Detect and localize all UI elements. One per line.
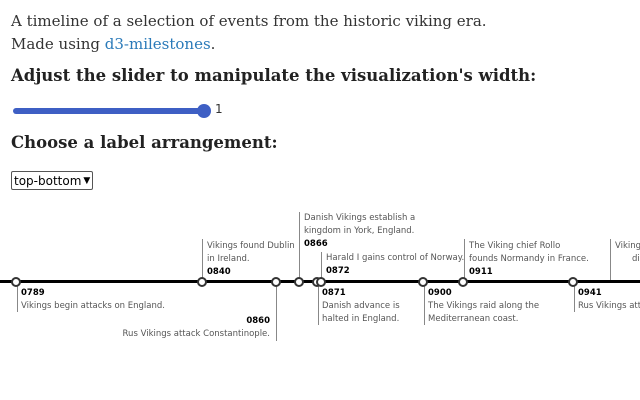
stem <box>574 285 575 312</box>
event-text: Danish Vikings establish a kingdom in Yo… <box>304 213 416 236</box>
event-text: Rus Vikings atta <box>578 301 640 311</box>
event-year: 0911 <box>469 267 493 277</box>
event-0789: 0789 Vikings begin attacks on England. <box>21 287 165 313</box>
stem <box>276 285 277 341</box>
event-marker-0866[interactable] <box>294 277 304 287</box>
stem <box>202 239 203 280</box>
label-arrangement-select[interactable]: top-bottom ▼ <box>11 171 94 190</box>
intro-text: A timeline of a selection of events from… <box>11 12 487 53</box>
intro-paragraph: A timeline of a selection of events from… <box>11 10 501 56</box>
select-value: top-bottom <box>14 173 82 188</box>
d3-milestones-link[interactable]: d3-milestones <box>104 35 211 53</box>
event-text: Danish advance is halted in England. <box>322 301 400 324</box>
slider-heading: Adjust the slider to manipulate the visu… <box>11 66 537 85</box>
event-0941: 0941 Rus Vikings atta <box>578 287 640 313</box>
event-year: 0840 <box>207 267 231 277</box>
chevron-down-icon: ▼ <box>83 175 91 186</box>
stem <box>321 252 322 280</box>
arrangement-heading: Choose a label arrangement: <box>11 133 278 152</box>
event-marker-0911[interactable] <box>458 277 468 287</box>
event-0860: 0860 Rus Vikings attack Constantinople. <box>120 315 270 341</box>
event-marker-0872[interactable] <box>316 277 326 287</box>
slider-value: 1 <box>215 102 223 116</box>
event-marker-0900[interactable] <box>418 277 428 287</box>
event-marker-0840[interactable] <box>197 277 207 287</box>
width-slider[interactable] <box>11 101 241 121</box>
event-year: 0860 <box>246 316 270 326</box>
event-text: Harald I gains control of Norway. <box>326 253 465 263</box>
event-text: Rus Vikings attack Constantinople. <box>122 329 270 339</box>
event-text: The Vikings raid along the Mediterranean… <box>428 301 540 324</box>
event-0871: 0871 Danish advance is halted in England… <box>322 287 422 326</box>
event-0840: Vikings found Dublin in Ireland. 0840 <box>207 240 299 279</box>
event-year: 0872 <box>326 266 350 276</box>
stem <box>17 285 18 312</box>
event-0911: The Viking chief Rollo founds Normandy i… <box>469 240 589 279</box>
event-marker-0860[interactable] <box>271 277 281 287</box>
slider-track[interactable] <box>13 108 203 114</box>
stem <box>464 239 465 280</box>
event-year: 0900 <box>428 288 452 298</box>
event-marker-0789[interactable] <box>11 277 21 287</box>
event-0866: Danish Vikings establish a kingdom in Yo… <box>304 212 454 251</box>
intro-period: . <box>210 35 216 53</box>
event-clipped: Viking <box>615 240 640 253</box>
event-year: 0871 <box>322 288 346 298</box>
event-year: 0789 <box>21 288 45 298</box>
event-year: 0941 <box>578 288 602 298</box>
event-text: Viking <box>615 241 640 251</box>
event-text: Vikings begin attacks on England. <box>21 301 165 311</box>
stem <box>299 212 300 280</box>
slider-thumb[interactable] <box>197 104 211 118</box>
event-text: Vikings found Dublin in Ireland. <box>207 241 295 264</box>
stem <box>424 285 425 325</box>
event-0872: Harald I gains control of Norway. 0872 <box>326 252 464 278</box>
stem <box>610 239 611 280</box>
event-0900: 0900 The Vikings raid along the Mediterr… <box>428 287 548 326</box>
event-clipped-fragment: di <box>632 254 640 264</box>
event-marker-0941[interactable] <box>568 277 578 287</box>
event-year: 0866 <box>304 239 328 249</box>
event-text: The Viking chief Rollo founds Normandy i… <box>469 241 589 264</box>
stem <box>318 285 319 325</box>
